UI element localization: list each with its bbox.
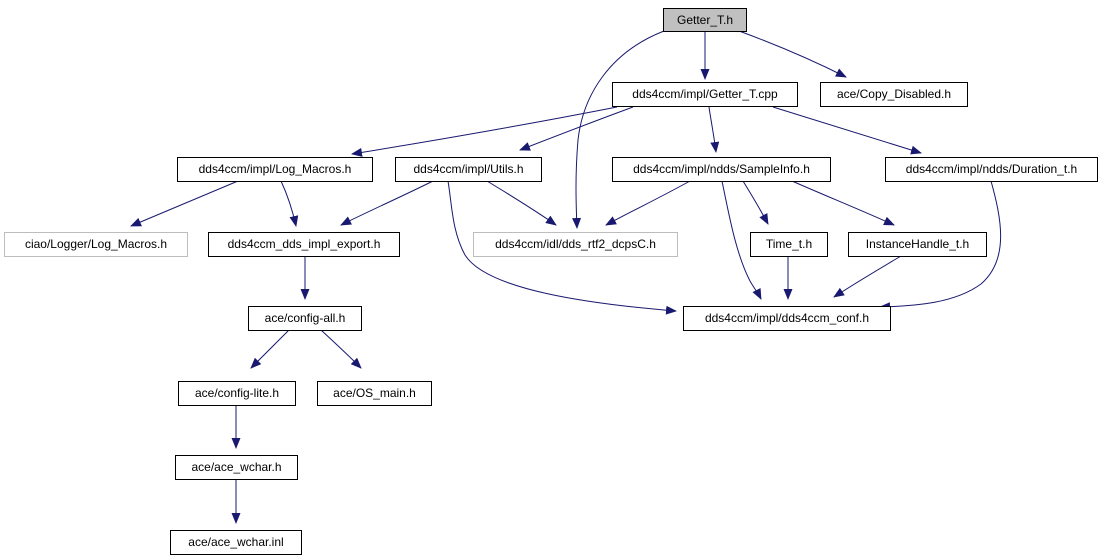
edge-utils-to-dds4ccm-conf — [447, 180, 677, 315]
edge-sampleinfo-to-instancehandle — [791, 180, 895, 226]
node-os-main[interactable]: ace/OS_main.h — [317, 381, 432, 406]
node-instancehandle-t[interactable]: InstanceHandle_t.h — [848, 232, 987, 257]
node-getter-t-cpp[interactable]: dds4ccm/impl/Getter_T.cpp — [612, 82, 798, 107]
edge-getter-t-cpp-to-utils — [519, 106, 634, 151]
node-ace-wchar-inl[interactable]: ace/ace_wchar.inl — [170, 530, 302, 555]
node-dds4ccm-conf[interactable]: dds4ccm/impl/dds4ccm_conf.h — [683, 306, 891, 331]
node-dds-rtf2-dcpsc[interactable]: dds4ccm/idl/dds_rtf2_dcpsC.h — [473, 232, 678, 257]
edge-config-all-to-os-main — [320, 329, 362, 369]
node-ciao-logger-log-macros[interactable]: ciao/Logger/Log_Macros.h — [4, 232, 188, 257]
edge-log-macros-to-ciao-logger — [130, 180, 239, 227]
edge-sampleinfo-to-dds4ccm-conf — [721, 180, 762, 300]
node-time-t[interactable]: Time_t.h — [750, 232, 828, 257]
edge-utils-to-impl-export — [340, 180, 434, 226]
edge-getter-t-cpp-to-sampleinfo — [708, 106, 720, 153]
node-impl-utils[interactable]: dds4ccm/impl/Utils.h — [395, 157, 542, 182]
edge-sampleinfo-to-dds-rtf2-dcpsc — [605, 180, 691, 226]
edge-sampleinfo-to-time-t — [742, 180, 769, 225]
edge-getter-t-cpp-to-log-macros — [351, 106, 618, 157]
node-config-lite[interactable]: ace/config-lite.h — [178, 381, 296, 406]
edge-utils-to-dds-rtf2-dcpsc — [486, 180, 557, 226]
edge-log-macros-to-impl-export — [280, 180, 299, 227]
edge-getter-t-cpp-to-duration — [772, 106, 922, 155]
edge-duration-to-dds4ccm-conf — [879, 180, 1002, 312]
node-copy-disabled[interactable]: ace/Copy_Disabled.h — [820, 82, 968, 107]
edge-getter-t-h-to-dds-rtf2-dcpsc — [572, 30, 665, 229]
edge-getter-t-h-to-copy-disabled — [738, 30, 847, 78]
node-impl-log-macros[interactable]: dds4ccm/impl/Log_Macros.h — [177, 157, 373, 182]
node-dds-impl-export[interactable]: dds4ccm_dds_impl_export.h — [208, 232, 400, 257]
edge-instancehandle-to-dds4ccm-conf — [833, 255, 902, 298]
node-config-all[interactable]: ace/config-all.h — [248, 306, 362, 331]
node-ndds-sampleinfo[interactable]: dds4ccm/impl/ndds/SampleInfo.h — [612, 157, 831, 182]
edge-config-all-to-config-lite — [250, 329, 290, 369]
node-getter-t-h: Getter_T.h — [663, 8, 747, 32]
node-ndds-duration-t[interactable]: dds4ccm/impl/ndds/Duration_t.h — [885, 157, 1098, 182]
node-ace-wchar-h[interactable]: ace/ace_wchar.h — [175, 455, 298, 480]
